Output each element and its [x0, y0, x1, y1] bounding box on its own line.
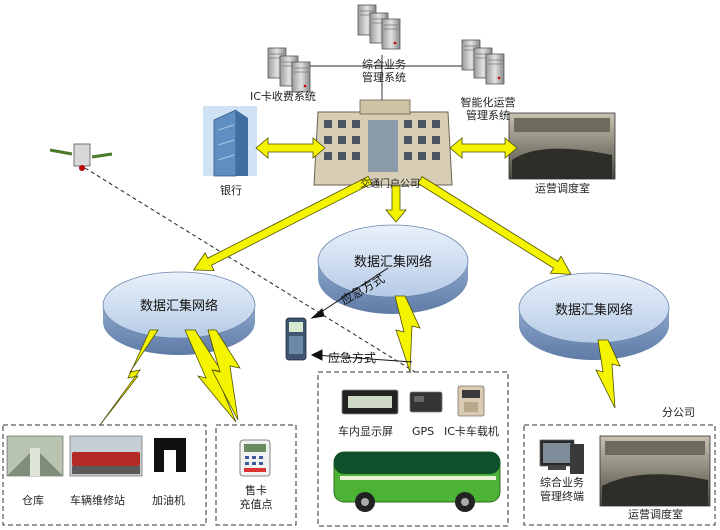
network-disk-center [317, 224, 469, 314]
bolt-branch [595, 339, 621, 409]
bolt-fuel [184, 329, 237, 423]
card-reader-icon [239, 439, 271, 477]
billing-server-icon [267, 47, 311, 93]
branch-label: 分公司 [662, 406, 695, 419]
billing-system-label: IC卡收费系统 [250, 90, 316, 103]
in-bus-display-icon [341, 389, 399, 415]
bolt-bus [394, 295, 421, 373]
branch-box [523, 424, 716, 526]
emergency-label-lower: 应急方式 [328, 350, 376, 365]
terminal-computer-icon [539, 439, 584, 474]
hq-dispatch-room-photo [508, 112, 616, 180]
satellite-link-line [84, 167, 416, 373]
facilities-box [2, 424, 207, 526]
bus-box [317, 371, 509, 527]
card-sales-label-line1: 售卡 [245, 484, 267, 497]
terminal-label-line2: 管理终端 [540, 490, 584, 503]
ops-system-label-line1: 智能化运营 [460, 96, 516, 109]
hq-building-icon [313, 99, 453, 186]
ops-server-icon [461, 39, 505, 85]
ic-reader-label: IC卡车载机 [444, 425, 499, 438]
hq-right-arrow [417, 176, 572, 275]
terminal-label-line1: 综合业务 [540, 476, 584, 489]
hq-center-arrow [385, 185, 407, 223]
handheld-terminal-icon [285, 317, 307, 361]
integrated-system-label-line2: 管理系统 [362, 71, 406, 84]
ops-system-label-line2: 管理系统 [466, 109, 510, 122]
network-label-right: 数据汇集网络 [555, 302, 633, 318]
card-sales-label-line2: 充值点 [239, 498, 273, 511]
satellite-icon [49, 143, 113, 171]
gps-device-icon [409, 391, 443, 413]
hq-left-arrow [192, 175, 373, 272]
fuel-dispenser-label: 加油机 [152, 494, 185, 507]
card-sales-box [215, 424, 297, 526]
wireless-bolts [99, 295, 621, 426]
repair-station-label: 车辆维修站 [70, 494, 125, 507]
gps-label: GPS [412, 425, 435, 438]
hq-dispatch-arrow [449, 137, 518, 159]
fuel-dispenser-icon [154, 438, 186, 472]
bolt-warehouse [99, 329, 159, 426]
hq-label: 交通门户公司 [360, 179, 420, 190]
ic-reader-device-icon [457, 385, 485, 417]
emergency-arrows [310, 267, 413, 363]
network-label-center: 数据汇集网络 [354, 254, 432, 270]
warehouse-label: 仓库 [22, 494, 44, 507]
bank-hq-arrow [255, 137, 326, 159]
bank-building-icon [203, 106, 257, 177]
hq-dispatch-label: 运营调度室 [535, 182, 590, 195]
bank-label: 银行 [220, 184, 242, 197]
branch-dispatch-label: 运营调度室 [628, 508, 683, 521]
bus-icon [333, 451, 501, 512]
integrated-server-icon [357, 4, 401, 50]
network-label-left: 数据汇集网络 [140, 298, 218, 314]
server-interconnect [300, 55, 470, 100]
repair-station-photo [69, 435, 143, 477]
integrated-system-label-line1: 综合业务 [362, 58, 406, 71]
warehouse-photo [6, 435, 64, 477]
branch-dispatch-room-photo [599, 435, 711, 507]
bolt-card [207, 329, 241, 421]
in-bus-display-label: 车内显示屏 [338, 425, 393, 438]
network-disk-right [518, 272, 670, 360]
yellow-link-arrows [192, 137, 572, 275]
